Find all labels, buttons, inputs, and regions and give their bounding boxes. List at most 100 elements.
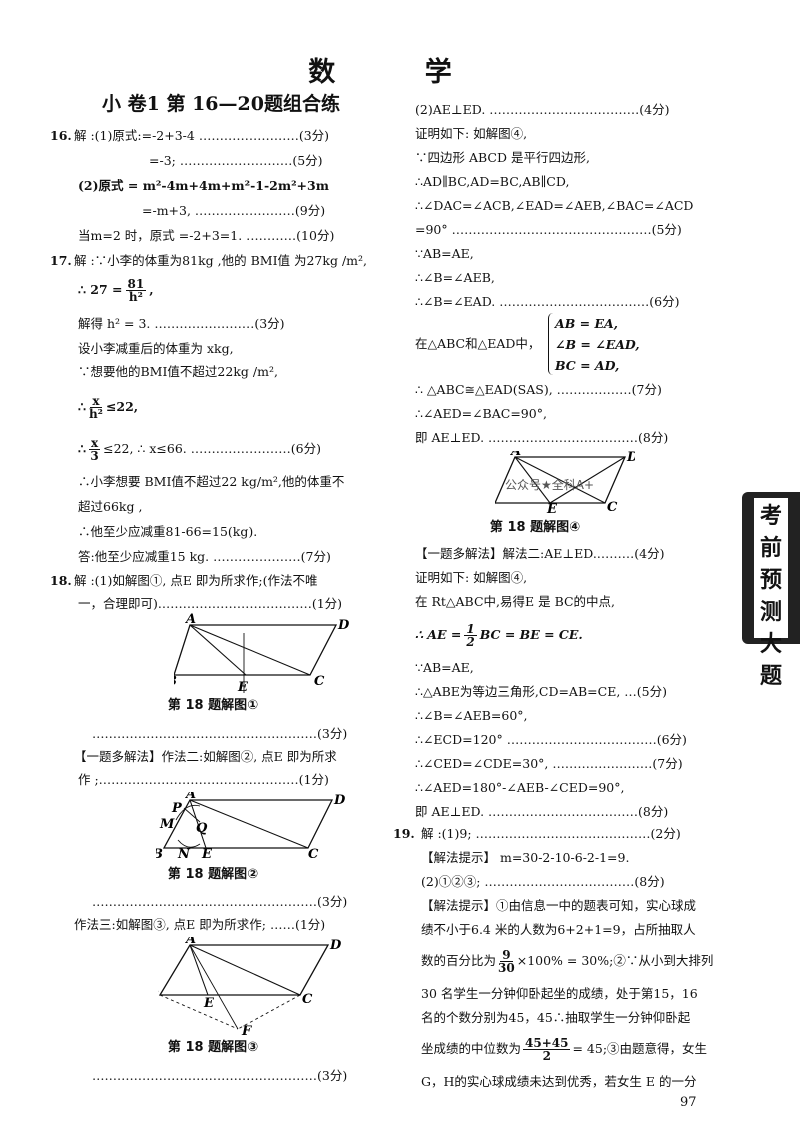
p17-line-d: 设小李减重后的体重为 xkg, — [78, 341, 234, 356]
p16-line-c: (2)原式 = m²-4m+4m+m²-1-2m²+3m — [78, 178, 329, 193]
right-line-28: 【解法提示】①由信息一中的题表可知，实心球成 — [421, 898, 697, 913]
p17-f-pre: ∴ — [78, 399, 86, 414]
problem-18-number: 18. — [50, 573, 72, 588]
p17-g-post: ≤22, ∴ x≤66. ……………………(6分) — [103, 441, 321, 456]
p17-g-pre: ∴ — [78, 441, 86, 456]
side-tab-char: 考 — [759, 504, 782, 529]
svg-text:A: A — [184, 613, 196, 627]
right-line-3: ∵四边形 ABCD 是平行四边形, — [415, 150, 590, 165]
right-line-12: ∴∠AED=∠BAC=90°, — [415, 406, 547, 421]
right-line-15: 证明如下: 如解图④, — [415, 570, 528, 585]
right-line-26: 【解法提示】 m=30-2-10-6-2-1=9. — [421, 850, 630, 865]
svg-text:D: D — [329, 938, 342, 953]
p16-line-d: =-m+3, ……………………(9分) — [142, 203, 326, 218]
figure-18-2: AD PMQ BNEC — [156, 792, 346, 862]
r17-denominator: 2 — [466, 634, 475, 649]
side-tab-char: 前 — [759, 536, 782, 561]
p17-b-numerator: 81 — [125, 276, 147, 291]
right-line-23: ∴∠AED=180°-∠AEB-∠CED=90°, — [415, 780, 625, 795]
right-line-22: ∴∠CED=∠CDE=30°, ……………………(7分) — [415, 756, 683, 771]
svg-text:A: A — [509, 451, 521, 459]
page-number: 97 — [680, 1095, 697, 1110]
p17-line-k: 答:他至少应减重15 kg. …………………(7分) — [78, 549, 331, 564]
right-line-19: ∴△ABE为等边三角形,CD=AB=CE, …(5分) — [415, 684, 667, 699]
right-line-27: (2)①②③; ………………………………(8分) — [421, 874, 665, 889]
p18-line-a: 解 :(1)如解图①, 点E 即为所求作;(作法不唯 — [74, 573, 318, 588]
figure-18-4: AD BEC 公众号★全科A+ — [495, 451, 635, 513]
figure-18-1: AD BCE — [174, 613, 350, 695]
svg-text:E: E — [237, 680, 249, 695]
p17-g-denominator: 3 — [90, 448, 99, 463]
svg-text:A: A — [184, 792, 196, 802]
svg-text:N: N — [177, 847, 191, 862]
svg-text:F: F — [241, 1024, 252, 1037]
right-line-18: ∵AB=AE, — [415, 660, 474, 675]
side-tab: 考 前 预 测 大 题 — [742, 492, 800, 689]
page-title: 数 学 — [308, 57, 492, 88]
right-line-8: ∴∠B=∠AEB, — [415, 270, 495, 285]
figure-18-3: AD BECF — [158, 937, 342, 1037]
svg-text:D: D — [337, 618, 350, 633]
problem-19-number: 19. — [393, 826, 415, 841]
right-line-7: ∵AB=AE, — [415, 246, 474, 261]
right-line-6: =90° …………………………………………(5分) — [415, 222, 682, 237]
right-line-4: ∴AD∥BC,AD=BC,AB∥CD, — [415, 174, 570, 189]
p16-line-e: 当m=2 时，原式 =-2+3=1. …………(10分) — [78, 228, 335, 243]
right-line-2: 证明如下: 如解图④, — [415, 126, 528, 141]
figure-18-2-caption: 第 18 题解图② — [167, 867, 259, 882]
svg-text:C: C — [607, 500, 618, 513]
svg-text:B: B — [156, 847, 163, 862]
p17-b-denominator: h² — [128, 289, 143, 304]
right-line-16: 在 Rt△ABC中,易得E 是 BC的中点, — [415, 594, 616, 609]
p17-g-numerator: x — [88, 435, 101, 450]
p18-line-d: 【一题多解法】作法二:如解图②, 点E 即为所求 — [74, 749, 337, 764]
p17-line-j: ∴他至少应减重81-66=15(kg). — [78, 524, 258, 539]
right-line-11: ∴ △ABC≅△EAD(SAS), ………………(7分) — [415, 382, 662, 397]
p17-b-post: , — [149, 282, 154, 297]
side-tab-label: 考 前 预 测 大 题 — [754, 498, 788, 689]
problem-17-number: 17. — [50, 253, 72, 268]
right-line-13: 即 AE⊥ED. ………………………………(8分) — [415, 430, 669, 445]
system-line-2: ∠B = ∠EAD, — [555, 337, 640, 352]
svg-text:Q: Q — [196, 821, 208, 836]
right-line-25: 解 :(1)9; ……………………………………(2分) — [421, 826, 681, 841]
system-brace — [548, 313, 553, 375]
svg-text:B: B — [174, 674, 177, 689]
figure-18-3-caption: 第 18 题解图③ — [167, 1040, 259, 1055]
p18-line-f: ………………………………………………(3分) — [92, 894, 348, 909]
svg-text:E: E — [546, 502, 558, 513]
side-tab-char: 预 — [759, 568, 782, 593]
right-line-10-pre: 在△ABC和△EAD中， — [415, 336, 541, 351]
p17-f-numerator: x — [90, 393, 102, 408]
r17-pre: ∴ AE = — [415, 627, 462, 642]
right-line-29: 绩不小于6.4 米的人数为6+2+1=9，占所抽取人 — [421, 922, 696, 937]
system-line-3: BC = AD, — [555, 358, 620, 373]
side-tab-char: 大 — [759, 632, 782, 657]
p18-line-c: ………………………………………………(3分) — [92, 726, 348, 741]
right-line-9: ∴∠B=∠EAD. ………………………………(6分) — [415, 294, 680, 309]
svg-text:E: E — [201, 847, 213, 862]
section-title: 小 卷1 第 16—20题组合练 — [102, 93, 340, 115]
right-line-31: 30 名学生一分钟仰卧起坐的成绩，处于第15，16 — [421, 986, 698, 1001]
p18-line-g: 作法三:如解图③, 点E 即为所求作; ……(1分) — [74, 917, 326, 932]
r30-post: ×100% = 30%;②∵从小到大排列 — [516, 953, 714, 968]
r33-numerator: 45+45 — [523, 1035, 571, 1050]
side-tab-char: 题 — [759, 664, 782, 689]
r30-numerator: 9 — [500, 947, 513, 962]
p18-line-e: 作 ;…………………………………………(1分) — [78, 772, 329, 787]
r17-post: BC = BE = CE. — [479, 627, 583, 642]
side-tab-char: 测 — [759, 600, 782, 625]
svg-text:E: E — [203, 996, 215, 1011]
r30-pre: 数的百分比为 — [421, 953, 497, 968]
p18-line-b: 一，合理即可).………………………………(1分) — [78, 596, 343, 611]
svg-text:C: C — [308, 847, 319, 862]
p16-line-a: 解 :(1)原式:=-2+3-4 ……………………(3分) — [74, 128, 330, 143]
